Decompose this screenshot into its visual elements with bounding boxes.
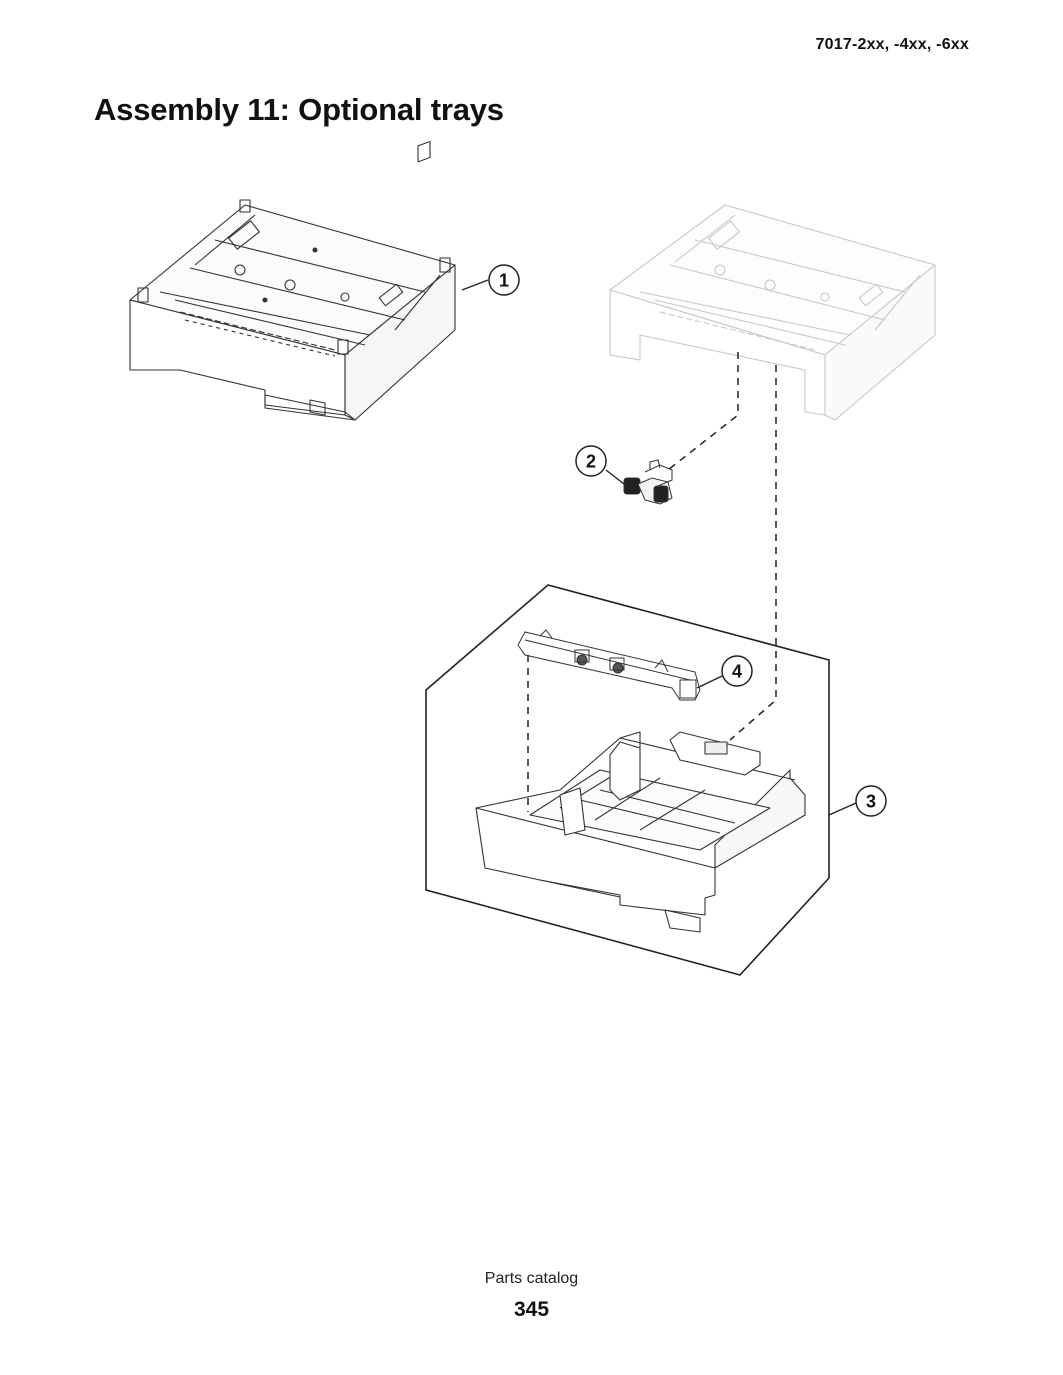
model-number-header: 7017-2xx, -4xx, -6xx xyxy=(815,36,969,53)
footer-section-label: Parts catalog xyxy=(484,1270,579,1287)
callout-2: 2 xyxy=(575,445,625,485)
optional-tray-assembly-drawing xyxy=(129,140,456,421)
printer-base-unit-drawing xyxy=(609,204,936,421)
pick-roller-assembly-drawing xyxy=(623,459,673,505)
tray-kit-boundary xyxy=(425,584,830,976)
paper-tray-drawing xyxy=(475,731,806,933)
callout-4: 4 xyxy=(696,655,753,689)
page-title: Assembly 11: Optional trays xyxy=(94,92,504,127)
page-number: 345 xyxy=(513,1298,550,1321)
callout-3: 3 xyxy=(828,785,887,817)
separator-bracket-drawing xyxy=(517,629,701,701)
svg-text:3: 3 xyxy=(866,792,876,812)
callout-1: 1 xyxy=(461,264,520,296)
assembly-leader-lines xyxy=(527,352,777,812)
exploded-parts-illustration: 1 2 3 4 xyxy=(129,140,936,976)
svg-text:4: 4 xyxy=(732,662,742,682)
svg-text:2: 2 xyxy=(586,452,596,472)
svg-text:1: 1 xyxy=(499,271,509,291)
